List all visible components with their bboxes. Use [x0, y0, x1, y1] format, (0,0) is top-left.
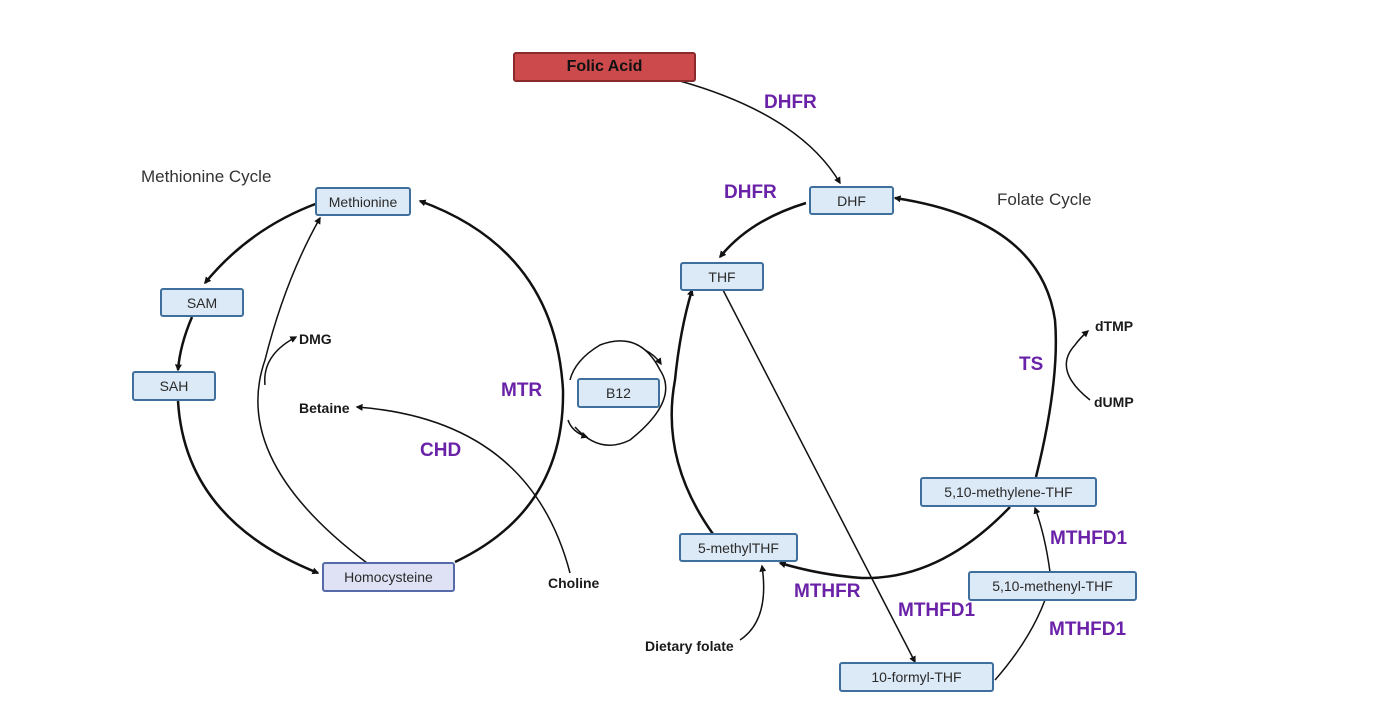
- enzyme-ts: TS: [1019, 354, 1044, 375]
- node-methionine: Methionine: [315, 187, 411, 216]
- methionine-cycle-title: Methionine Cycle: [141, 167, 272, 186]
- node-10-formyl-thf: 10-formyl-THF: [839, 662, 994, 692]
- arrow-b12-loop: [569, 340, 667, 446]
- arrow-homocysteine-to-methionine-betaine: [257, 216, 368, 564]
- arrow-methenylthf-to-methylenethf: [1033, 506, 1051, 573]
- arrow-sam-to-sah: [174, 316, 194, 372]
- arrow-folic-to-dhf: [679, 80, 841, 185]
- arrow-formylthf-to-methenylthf: [994, 599, 1046, 681]
- arrow-methylene-to-dhf: [893, 195, 1058, 478]
- node-b12: B12: [577, 378, 660, 408]
- arrow-dhf-to-thf: [719, 201, 807, 259]
- enzyme-mthfd1-methenyl: MTHFD1: [1049, 619, 1127, 640]
- node-sah: SAH: [132, 371, 216, 401]
- enzyme-mthfr: MTHFR: [794, 581, 861, 602]
- arrow-thf-to-formylthf: [722, 289, 916, 664]
- folate-cycle-title: Folate Cycle: [997, 190, 1092, 209]
- enzyme-mtr: MTR: [501, 380, 543, 401]
- node-dhf: DHF: [809, 186, 894, 215]
- node-5-methylthf: 5-methylTHF: [679, 533, 798, 562]
- node-thf: THF: [680, 262, 764, 291]
- enzyme-mthfd1-formyl: MTHFD1: [898, 600, 976, 621]
- arrow-choline-to-betaine: [355, 403, 571, 574]
- molecule-dump: dUMP: [1094, 394, 1134, 410]
- arrow-betaine-to-dmg: [264, 336, 298, 386]
- enzyme-dhfr-left: DHFR: [724, 182, 777, 203]
- molecule-dmg: DMG: [299, 331, 332, 347]
- node-sam: SAM: [160, 288, 244, 317]
- enzyme-chd: CHD: [420, 440, 462, 461]
- arrow-b12-to-methionine: [567, 419, 589, 439]
- arrow-methylthf-to-thf: [670, 288, 715, 535]
- node-5-10-methenyl-thf: 5,10-methenyl-THF: [968, 571, 1137, 601]
- arrow-dump-to-dtmp: [1065, 330, 1091, 401]
- arrow-methionine-to-sam: [204, 201, 319, 285]
- enzyme-dhfr-top: DHFR: [764, 92, 817, 113]
- arrow-b12-to-folate: [644, 349, 662, 366]
- arrow-sah-to-homocysteine: [176, 400, 320, 575]
- arrow-dietary-to-methylthf: [739, 564, 767, 641]
- node-homocysteine: Homocysteine: [322, 562, 455, 592]
- molecule-dtmp: dTMP: [1095, 318, 1134, 334]
- arrow-methylene-to-methylthf: [778, 506, 1011, 580]
- molecule-choline: Choline: [548, 575, 600, 591]
- arrow-homocysteine-to-methionine-mtr: [418, 199, 565, 564]
- molecule-dietary-folate: Dietary folate: [645, 638, 734, 654]
- enzyme-mthfd1-methylene: MTHFD1: [1050, 528, 1128, 549]
- node-5-10-methylene-thf: 5,10-methylene-THF: [920, 477, 1097, 507]
- molecule-betaine: Betaine: [299, 400, 350, 416]
- node-folic-acid: Folic Acid: [513, 52, 696, 82]
